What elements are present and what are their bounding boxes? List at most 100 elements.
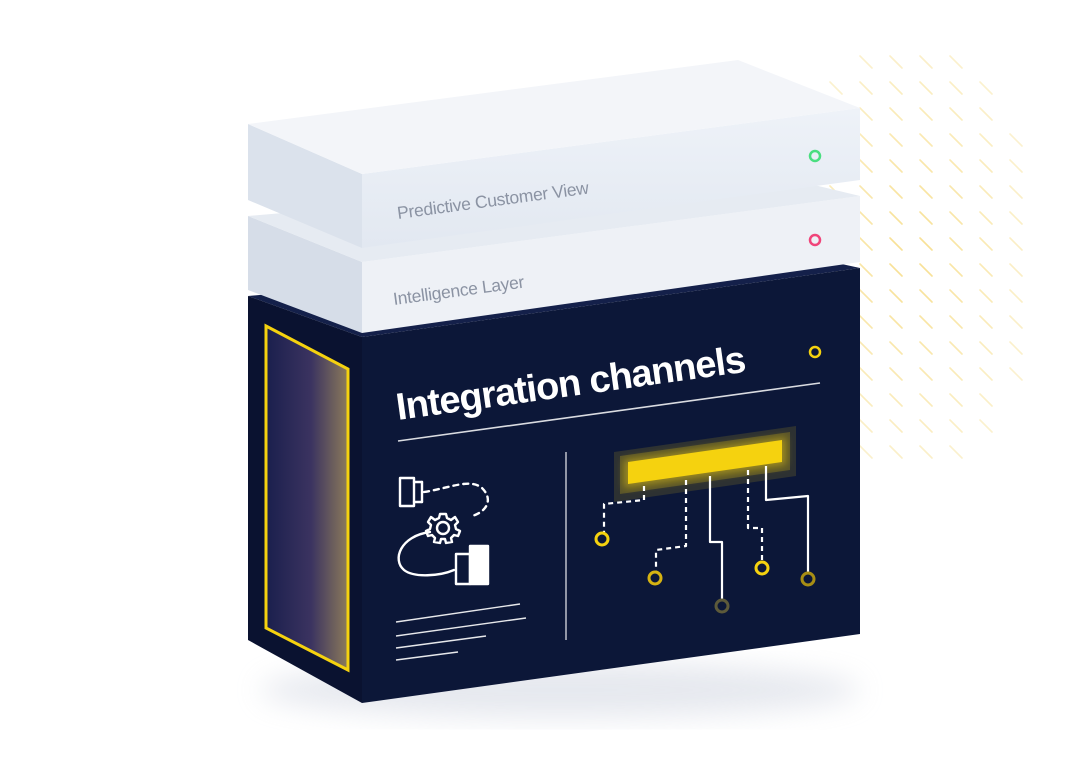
hatch-stroke (859, 107, 873, 121)
hatch-stroke (1009, 367, 1023, 381)
text-lines (395, 603, 527, 661)
hatch-stroke (979, 393, 993, 407)
hatch-stroke (1009, 341, 1023, 355)
hatch-stroke (919, 133, 933, 147)
hatch-stroke (949, 289, 963, 303)
hatch-stroke (919, 315, 933, 329)
hatch-stroke (1009, 315, 1023, 329)
hatch-stroke (979, 211, 993, 225)
hatch-stroke (1009, 263, 1023, 277)
hatch-stroke (949, 185, 963, 199)
slab-left-face (248, 124, 362, 248)
title-underline (397, 382, 821, 442)
hatch-stroke (889, 159, 903, 173)
hatch-stroke (859, 315, 873, 329)
connector-socket-icon (454, 544, 490, 586)
node-icon (754, 560, 770, 576)
hatch-stroke (889, 237, 903, 251)
hatch-stroke (889, 367, 903, 381)
hatch-stroke (859, 81, 873, 95)
hatch-stroke (889, 81, 903, 95)
hatch-stroke (859, 211, 873, 225)
hatch-stroke (919, 263, 933, 277)
hatch-stroke (859, 237, 873, 251)
hatch-stroke (949, 445, 963, 459)
slab-front-face (362, 108, 860, 248)
box-front-face (362, 268, 860, 703)
hatch-stroke (859, 445, 873, 459)
hatch-stroke (889, 315, 903, 329)
hatch-stroke (919, 107, 933, 121)
hatch-stroke (949, 341, 963, 355)
hatch-stroke (979, 315, 993, 329)
hatch-stroke (889, 133, 903, 147)
hatch-stroke (979, 159, 993, 173)
node-icon (714, 598, 730, 614)
side-window (266, 326, 348, 670)
hatch-stroke (949, 393, 963, 407)
hatch-stroke (949, 315, 963, 329)
hatch-stroke (1009, 133, 1023, 147)
hatch-stroke (889, 211, 903, 225)
hatch-stroke (949, 419, 963, 433)
hatch-stroke (919, 159, 933, 173)
hatch-stroke (979, 81, 993, 95)
hatch-stroke (859, 367, 873, 381)
hatch-stroke (919, 185, 933, 199)
hatch-stroke (919, 393, 933, 407)
hatch-stroke (859, 341, 873, 355)
hatch-stroke (889, 185, 903, 199)
hatch-stroke (949, 263, 963, 277)
hatch-stroke (949, 133, 963, 147)
hatch-stroke (979, 289, 993, 303)
bus-bar (628, 440, 782, 484)
hatch-stroke (919, 55, 933, 69)
hatch-stroke (859, 289, 873, 303)
hatch-stroke (919, 445, 933, 459)
decorative-hatch-pattern (799, 55, 1023, 459)
hatch-stroke (889, 289, 903, 303)
hatch-stroke (889, 445, 903, 459)
hatch-stroke (889, 341, 903, 355)
node-icon (594, 531, 610, 547)
hatch-stroke (979, 107, 993, 121)
hatch-stroke (919, 341, 933, 355)
hatch-stroke (829, 81, 843, 95)
hatch-stroke (949, 237, 963, 251)
hatch-stroke (1009, 185, 1023, 199)
hatch-stroke (979, 367, 993, 381)
hatch-stroke (859, 419, 873, 433)
hatch-stroke (1009, 159, 1023, 173)
hatch-stroke (889, 393, 903, 407)
connector-plug-icon (398, 476, 424, 508)
circuit-bus-icon (594, 426, 816, 614)
slab-left-face (248, 216, 362, 333)
hatch-stroke (979, 263, 993, 277)
hatch-stroke (919, 289, 933, 303)
integration-channels-box: Integration channels (248, 248, 860, 703)
hatch-stroke (979, 133, 993, 147)
hatch-stroke (919, 237, 933, 251)
hatch-stroke (919, 81, 933, 95)
hatch-stroke (889, 107, 903, 121)
hatch-stroke (979, 237, 993, 251)
hatch-stroke (859, 55, 873, 69)
hatch-stroke (889, 55, 903, 69)
hatch-stroke (919, 367, 933, 381)
hatch-stroke (859, 159, 873, 173)
hatch-stroke (1009, 289, 1023, 303)
slab-front-face (362, 196, 860, 333)
hatch-stroke (949, 81, 963, 95)
hatch-stroke (979, 185, 993, 199)
status-indicator-icon (808, 233, 822, 247)
hatch-stroke (1009, 237, 1023, 251)
hatch-stroke (859, 185, 873, 199)
slab-top-face (248, 60, 860, 174)
hatch-stroke (859, 263, 873, 277)
hatch-stroke (949, 367, 963, 381)
hatch-stroke (949, 159, 963, 173)
side-window-frame (264, 323, 350, 673)
hatch-stroke (1009, 211, 1023, 225)
hatch-stroke (949, 55, 963, 69)
